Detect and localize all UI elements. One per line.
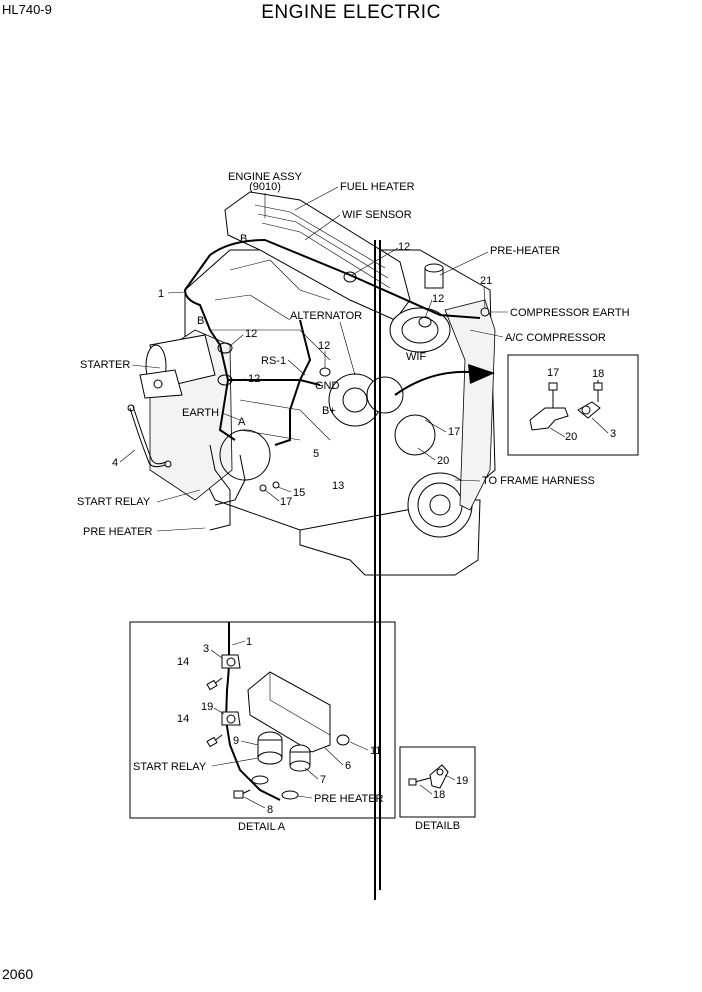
- callout-12-right: 12: [432, 293, 444, 305]
- detail-a-9: 9: [233, 735, 239, 747]
- detail-a-8: 8: [267, 804, 273, 816]
- callout-b-top: B: [240, 233, 247, 245]
- callout-12-left: 12: [245, 328, 257, 340]
- to-frame-harness-label: TO FRAME HARNESS: [482, 475, 595, 487]
- alternator-label: ALTERNATOR: [290, 310, 362, 322]
- detail-a-caption: DETAIL A: [238, 821, 286, 833]
- page-title: ENGINE ELECTRIC: [261, 2, 441, 23]
- detail-b-caption: DETAILB: [415, 820, 460, 832]
- detail-b-circle: [394, 414, 436, 456]
- callout-12-mid: 12: [318, 340, 330, 352]
- engine-assy-code: (9010): [249, 181, 281, 193]
- pre-heater-bottom-label: PRE HEATER: [83, 526, 153, 538]
- callout-13: 13: [332, 480, 344, 492]
- detail-a-19: 19: [201, 701, 213, 713]
- callout-15: 15: [293, 487, 305, 499]
- detail-a-3: 3: [203, 643, 209, 655]
- detail-a-14-bottom: 14: [177, 713, 189, 725]
- callout-17-lower: 17: [280, 496, 292, 508]
- starter-label: STARTER: [80, 359, 130, 371]
- detail-a-7: 7: [320, 774, 326, 786]
- gnd-label: GND: [315, 380, 340, 392]
- detail-a-14-top: 14: [177, 656, 189, 668]
- detail-a-6: 6: [345, 760, 351, 772]
- callout-4: 4: [112, 457, 118, 469]
- callout-b-left: B: [197, 315, 204, 327]
- main-harness: [183, 239, 481, 900]
- inset-b-20: 20: [565, 431, 577, 443]
- engine-assy-label: ENGINE ASSY: [228, 171, 303, 183]
- main-view-labels: ENGINE ASSY (9010) FUEL HEATER WIF SENSO…: [77, 171, 630, 538]
- detail-a-start-relay: START RELAY: [133, 761, 207, 773]
- callout-5: 5: [313, 448, 319, 460]
- model-code: HL740-9: [2, 2, 52, 17]
- detail-a-1: 1: [246, 636, 252, 648]
- callout-12-lower: 12: [248, 373, 260, 385]
- inset-b-18: 18: [592, 368, 604, 380]
- callout-21: 21: [480, 275, 492, 287]
- detail-a-11: 11: [370, 745, 381, 757]
- page-number: 2060: [2, 966, 34, 982]
- wif-sensor-label: WIF SENSOR: [342, 209, 412, 221]
- detail-b-18: 18: [433, 789, 445, 801]
- pre-heater-label: PRE-HEATER: [490, 245, 560, 257]
- callout-12-top: 12: [398, 241, 410, 253]
- detail-b-19: 19: [456, 775, 468, 787]
- detail-b-box: 19 18: [399, 746, 476, 818]
- fuel-heater-label: FUEL HEATER: [340, 181, 415, 193]
- wif-label: WIF: [406, 351, 426, 363]
- detail-a-circle: [219, 429, 271, 481]
- engine-illustration: [127, 191, 496, 576]
- callout-20: 20: [437, 455, 449, 467]
- view-arrow: [394, 370, 471, 396]
- inset-b-3: 3: [610, 428, 616, 440]
- detail-a-box: 1 3 14 14 19 9 11 6 7 8 START RELAY PRE …: [129, 621, 396, 819]
- earth-label: EARTH: [182, 407, 219, 419]
- compressor-earth-label: COMPRESSOR EARTH: [510, 307, 630, 319]
- callout-17-right: 17: [448, 426, 460, 438]
- inset-b-box: 17 18 20 3: [507, 354, 639, 456]
- inset-b-17: 17: [547, 367, 559, 379]
- b-plus-label: B+: [322, 405, 336, 417]
- ac-compressor-label: A/C COMPRESSOR: [505, 332, 606, 344]
- callout-1: 1: [158, 288, 164, 300]
- view-arrow-head: [468, 364, 495, 384]
- detail-a-pre-heater: PRE HEATER: [314, 793, 384, 805]
- callout-a: A: [238, 416, 246, 428]
- start-relay-label: START RELAY: [77, 496, 151, 508]
- rs1-label: RS-1: [261, 355, 286, 367]
